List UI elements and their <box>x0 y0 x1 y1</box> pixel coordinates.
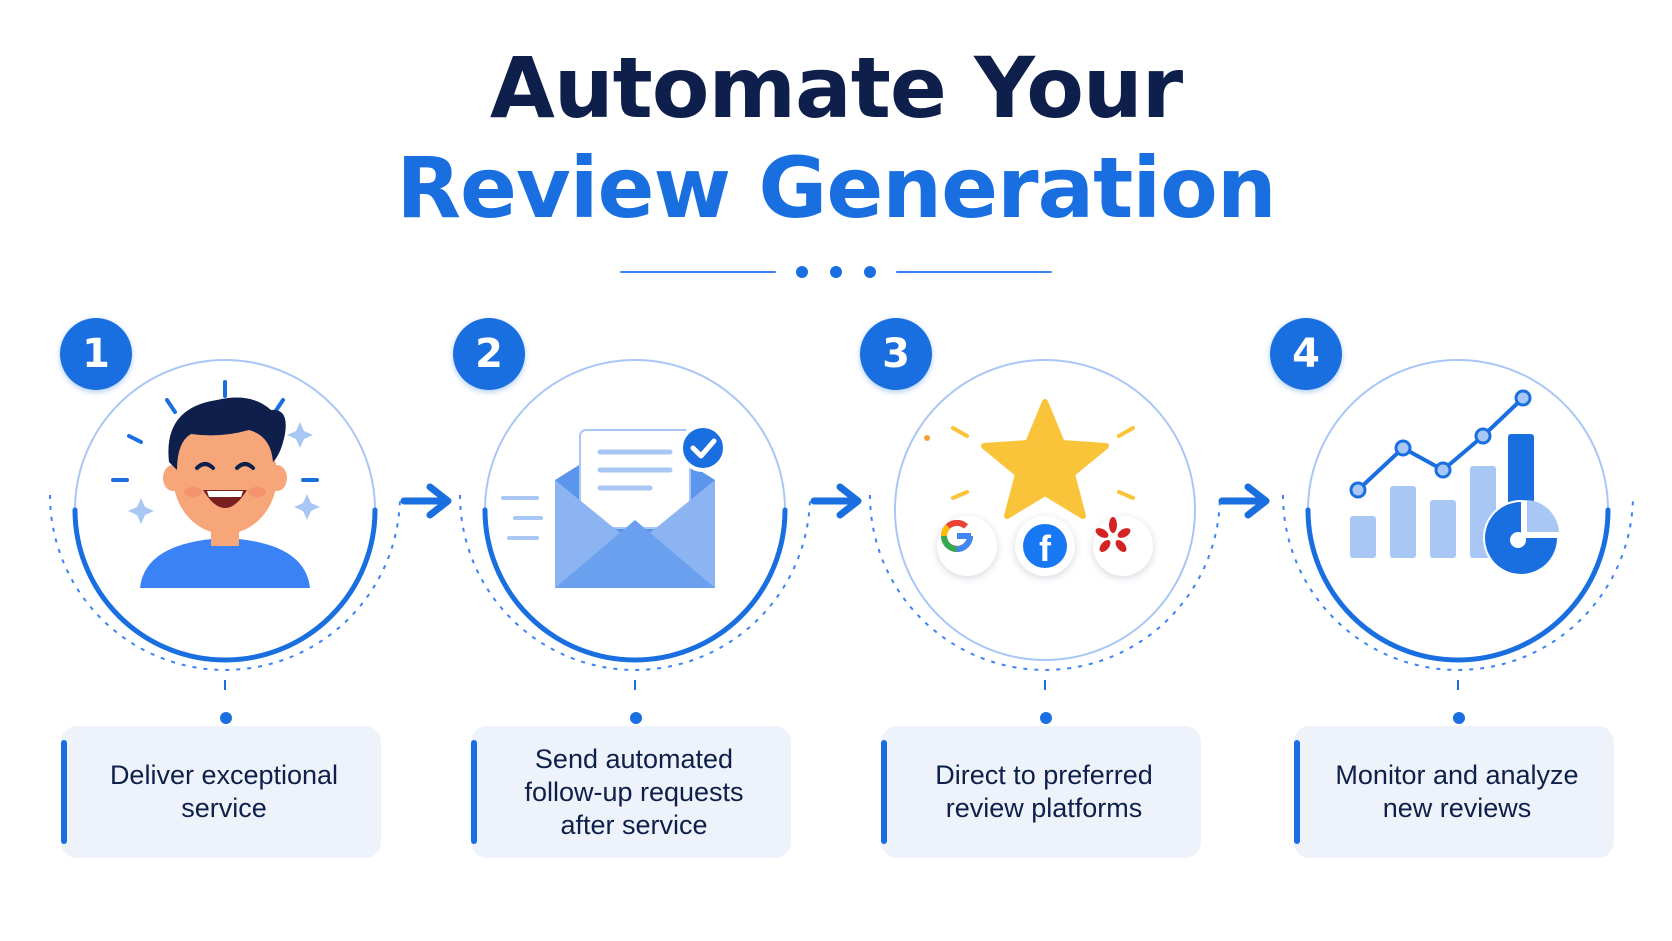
step-3: f 3 Direct to preferred review platforms <box>860 318 1225 860</box>
step-4: 4 Monitor and analyze new reviews <box>1270 318 1638 860</box>
step-1-card: Deliver exceptional service <box>61 726 381 858</box>
step-4-illustration <box>1278 330 1638 690</box>
review-star-platforms-icon <box>924 399 1135 519</box>
arrow-right-icon <box>1218 483 1270 519</box>
step-4-description: Monitor and analyze new reviews <box>1335 760 1579 823</box>
smiling-person-icon <box>111 380 320 588</box>
step-1: 1 Deliver exceptional service <box>45 318 405 860</box>
yelp-logo-icon <box>1093 516 1153 576</box>
step-2-illustration <box>455 330 815 690</box>
arrow-right-icon <box>810 483 862 519</box>
step-2-card: Send automated follow-up requests after … <box>471 726 791 858</box>
step-4-number-badge: 4 <box>1270 318 1342 390</box>
facebook-logo-icon: f <box>1015 516 1075 576</box>
analytics-chart-icon <box>1349 389 1559 576</box>
step-1-illustration <box>45 330 405 690</box>
arrow-right-icon <box>400 483 452 519</box>
step-1-number-badge: 1 <box>60 318 132 390</box>
step-3-card: Direct to preferred review platforms <box>881 726 1201 858</box>
step-3-number-badge: 3 <box>860 318 932 390</box>
step-3-description: Direct to preferred review platforms <box>935 760 1153 823</box>
google-logo-icon <box>937 516 997 576</box>
email-envelope-check-icon <box>501 424 727 588</box>
title-line-2: Review Generation <box>396 139 1276 237</box>
step-3-illustration: f <box>865 330 1225 690</box>
step-2: 2 Send automated follow-up requests afte… <box>453 318 815 860</box>
step-4-card: Monitor and analyze new reviews <box>1294 726 1614 858</box>
step-2-description: Send automated follow-up requests after … <box>524 743 744 840</box>
step-1-description: Deliver exceptional service <box>109 760 339 823</box>
title-line-1: Automate Your <box>489 39 1183 137</box>
step-2-number-badge: 2 <box>453 318 525 390</box>
title-divider <box>0 262 1672 282</box>
